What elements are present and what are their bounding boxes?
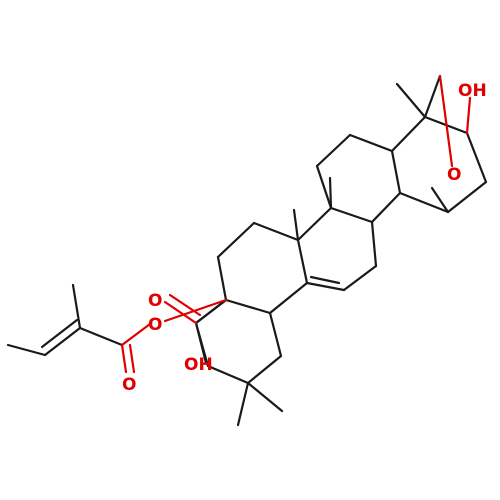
atom-labels: OH O O O OH O (122, 81, 487, 395)
acid-carbonyl-label: O (148, 291, 162, 311)
carbon-skeleton (6, 74, 488, 427)
ester-alkoxy-label: O (148, 315, 162, 335)
ester-carbonyl-label: O (122, 375, 136, 395)
acid-hydroxyl-label: OH (184, 355, 213, 375)
hydroxyl-top-label: OH (458, 81, 487, 101)
ether-bridge-label: O (447, 165, 461, 185)
heteroatom-bonds (120, 74, 472, 374)
